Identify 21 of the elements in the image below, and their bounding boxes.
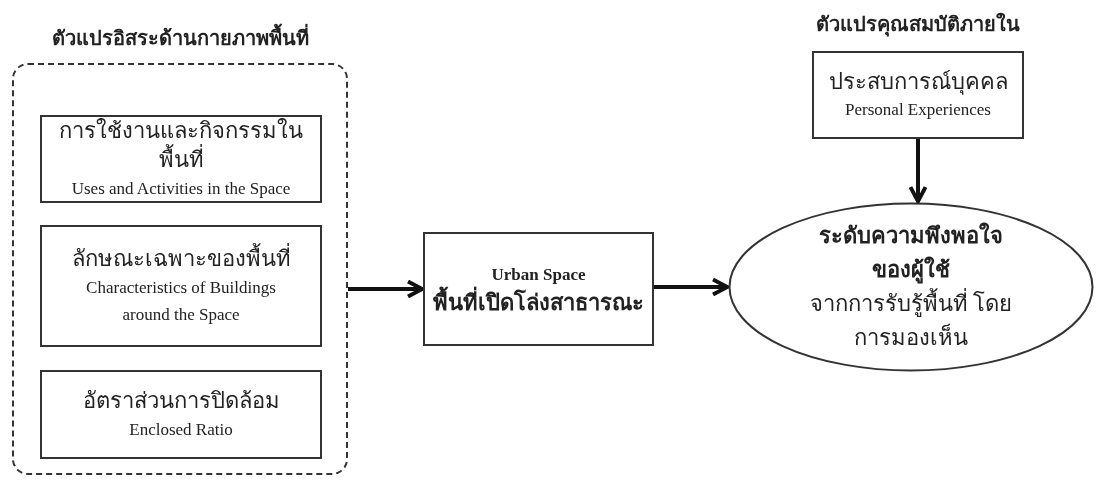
box-text: อัตราส่วนการปิดล้อม <box>82 387 280 416</box>
arrow <box>348 279 425 299</box>
box-text: Personal Experiences <box>845 99 991 122</box>
ellipse-text: จากการรับรู้พื้นที่ โดยการมองเห็น <box>806 287 1016 356</box>
variable-box <box>40 115 322 203</box>
box-text: พื้นที่เปิดโล่งสาธารณะ <box>433 287 644 318</box>
ellipse-text: ระดับความพึงพอใจของผู้ใช้ <box>818 221 1004 286</box>
variable-box <box>40 370 322 459</box>
group-heading: ตัวแปรอิสระด้านกายภาพพื้นที่ <box>12 22 348 54</box>
box-text: ลักษณะเฉพาะของพื้นที่ <box>71 243 291 273</box>
box-text: Enclosed Ratio <box>129 418 233 441</box>
arrow <box>654 277 730 297</box>
box-text: การใช้งานและกิจกรรมในพื้นที่ <box>58 116 304 175</box>
arrow <box>908 139 928 204</box>
variable-box <box>40 225 322 347</box>
box-text: Uses and Activities in the Space <box>71 178 291 201</box>
box-text: Urban Space <box>491 263 586 286</box>
box-text: ประสบการณ์บุคคล <box>828 67 1008 97</box>
box-text: Characteristics of Buildings around the Space <box>85 276 277 326</box>
group-heading: ตัวแปรคุณสมบัติภายใน <box>815 11 1021 39</box>
process-box <box>423 232 654 346</box>
